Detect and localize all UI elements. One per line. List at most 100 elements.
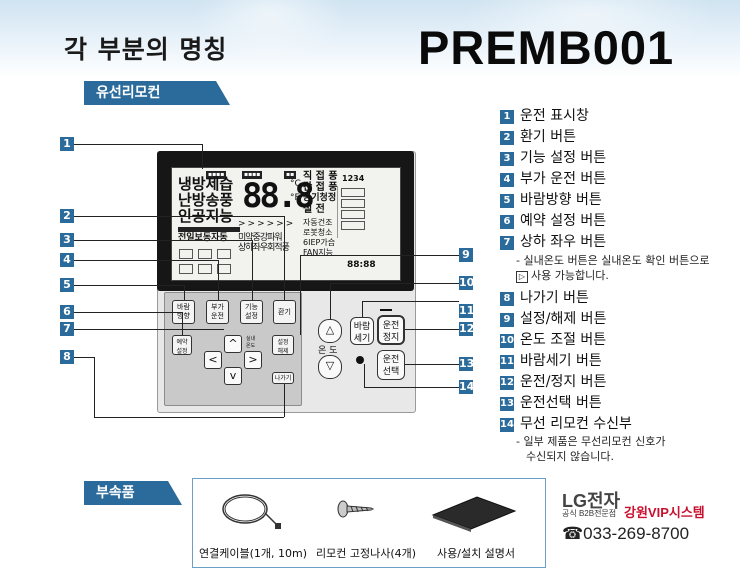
temp-down-icon: ▽	[325, 359, 335, 372]
frost-decoration	[440, 0, 740, 70]
callout-4: 4	[60, 253, 74, 267]
section-tag-wired-remote: 유선리모컨	[84, 81, 230, 105]
left-arrow-icon: <	[208, 353, 218, 366]
dealer-phone: ☎033-269-8700	[562, 524, 690, 543]
leader-line	[94, 417, 284, 418]
leader-line	[405, 329, 459, 330]
run-stop-label: 운전 정지	[382, 321, 400, 343]
lcd-mode-1: 냉방제습	[178, 175, 234, 193]
set-cancel-button[interactable]: 설정 해제	[272, 335, 294, 355]
list-num: 3	[500, 152, 514, 166]
callout-2: 2	[60, 209, 74, 223]
accessory-tag: 부속품	[84, 481, 182, 505]
list-item: 7 상하 좌우 버튼	[500, 231, 606, 251]
lcd-mode-2: 난방송풍	[178, 191, 234, 209]
lcd-flow-2: 간 접 풍	[303, 182, 338, 193]
play-icon: ▷	[516, 271, 528, 283]
dealer-sub: 공식 B2B전문점	[562, 509, 617, 518]
leader-line	[300, 255, 459, 256]
dealer-name: 강원VIP시스템	[624, 505, 705, 520]
list-item: 10 온도 조절 버튼	[500, 329, 606, 349]
fan-speed-button[interactable]: 바람 세기	[350, 317, 374, 345]
ventilation-label: 환기	[278, 308, 291, 316]
lcd-side-2: 로봇청소	[303, 228, 333, 237]
section-tag-label: 유선리모컨	[96, 85, 161, 101]
callout-6: 6	[60, 305, 74, 319]
set-cancel-label: 설정 해제	[277, 339, 289, 355]
list-label: 기능 설정 버튼	[520, 150, 607, 166]
list-label: 온도 조절 버튼	[520, 332, 607, 348]
list-num: 13	[500, 397, 514, 411]
page-title: 각 부분의 명칭	[64, 35, 228, 64]
aux-operation-button[interactable]: 부가 운전	[206, 300, 229, 324]
dealer-brand: LG전자	[562, 491, 621, 511]
temp-down-button[interactable]: ▽	[318, 355, 342, 379]
list-label: 상하 좌우 버튼	[520, 234, 607, 250]
run-select-button[interactable]: 운전 선택	[377, 350, 405, 380]
callout-9: 9	[459, 248, 473, 262]
lcd-bottom-1: 전일보동자동	[178, 233, 228, 243]
lcd-bottom-2: 미약중강파워	[238, 233, 283, 243]
down-arrow-icon: v	[229, 369, 237, 382]
wind-direction-button[interactable]: 바람 방향	[172, 300, 195, 324]
function-setting-button[interactable]: 기능 설정	[240, 300, 263, 324]
callout-7: 7	[60, 322, 74, 336]
reservation-button[interactable]: 예약 설정	[172, 335, 192, 355]
left-arrow-button[interactable]: <	[204, 351, 222, 369]
leader-line	[330, 283, 331, 319]
lcd-side-4: FAN지능	[303, 248, 334, 257]
lcd-bar	[178, 227, 240, 232]
ventilation-button[interactable]: 환기	[273, 300, 296, 324]
function-setting-label: 기능 설정	[245, 303, 258, 320]
exit-button[interactable]: 나가기	[272, 372, 294, 384]
list-num: 11	[500, 355, 514, 369]
dealer-block: LG전자 공식 B2B전문점 강원VIP시스템 ☎033-269-8700	[562, 487, 705, 543]
callout-10: 10	[459, 276, 475, 290]
lcd-flow-4: 절 전	[303, 204, 325, 215]
list-num: 7	[500, 236, 514, 250]
list-num: 10	[500, 334, 514, 348]
temp-up-icon: △	[325, 323, 335, 336]
lcd-flow-3: 공기청정	[303, 193, 337, 203]
list-label: 바람세기 버튼	[520, 353, 602, 369]
cable-icon	[222, 494, 281, 529]
note-line: - 일부 제품은 무선리모컨 신호가	[516, 435, 666, 448]
lcd-digits-top: 1234	[342, 174, 365, 183]
run-stop-button[interactable]: 운전 정지	[377, 315, 405, 345]
up-arrow-icon: ^	[228, 337, 238, 350]
temp-up-button[interactable]: △	[318, 319, 342, 343]
callout-5: 5	[60, 278, 74, 292]
list-item: 3 기능 설정 버튼	[500, 147, 606, 167]
leader-line	[74, 357, 94, 358]
list-item: 11 바람세기 버튼	[500, 350, 602, 370]
down-arrow-button[interactable]: v	[224, 367, 242, 385]
lcd-icon-grid	[178, 248, 234, 276]
lcd-side-1: 자동건조	[303, 218, 333, 227]
leader-line	[74, 240, 252, 241]
leader-line	[184, 285, 185, 300]
right-arrow-button[interactable]: >	[244, 351, 262, 369]
indicator-led	[380, 309, 392, 311]
leader-line	[74, 285, 184, 286]
list-label: 설정/해제 버튼	[520, 311, 607, 327]
leader-line	[218, 260, 219, 300]
room-temp-button[interactable]: 실내 온도	[246, 336, 255, 350]
list-num: 2	[500, 131, 514, 145]
accessories-box: 연결케이블(1개, 10m) 리모컨 고정나사(4개) 사용/설치 설명서	[192, 478, 546, 568]
up-arrow-button[interactable]: ^	[224, 335, 242, 353]
leader-line	[330, 283, 459, 284]
list-num: 6	[500, 215, 514, 229]
list-num: 5	[500, 194, 514, 208]
ir-receiver	[356, 356, 364, 364]
list-num: 8	[500, 292, 514, 306]
